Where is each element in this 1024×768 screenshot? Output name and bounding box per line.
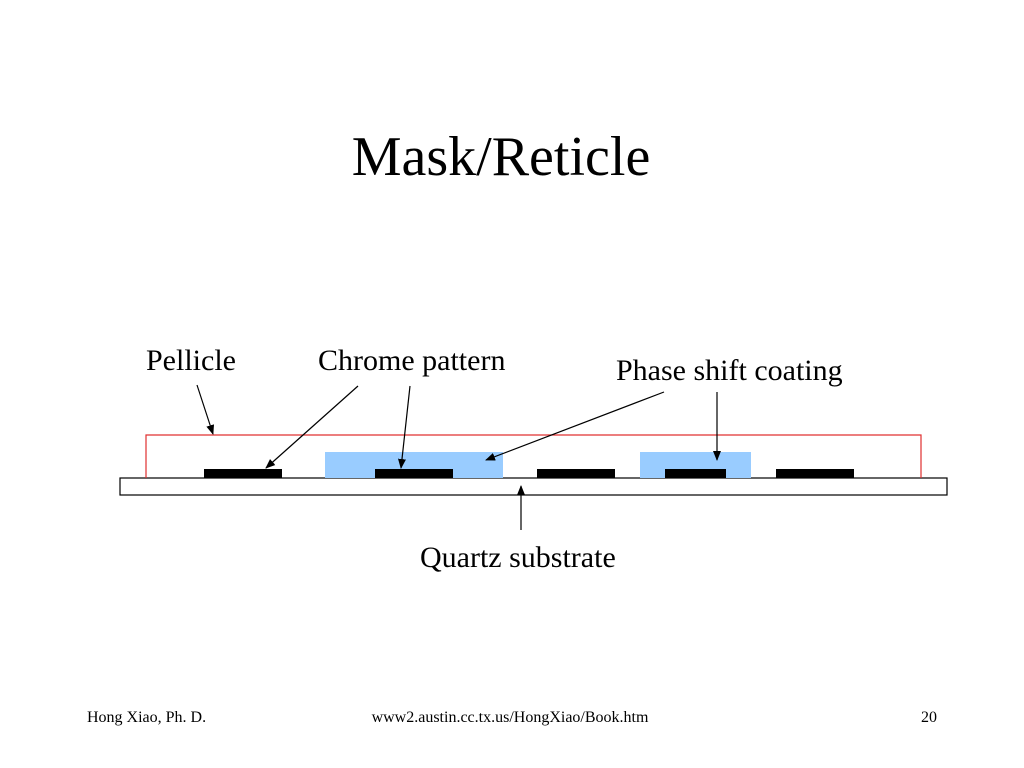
footer-page-number: 20 [921,709,937,726]
chrome-block [375,469,453,478]
label-chrome-pattern: Chrome pattern [318,344,505,377]
chrome-block [204,469,282,478]
footer-author: Hong Xiao, Ph. D. [87,709,207,726]
label-quartz-substrate: Quartz substrate [420,541,616,574]
label-pellicle: Pellicle [146,344,236,377]
arrow-phase-shift-left [485,391,665,461]
slide-title: Mask/Reticle [351,126,651,188]
chrome-block [776,469,854,478]
arrow-pellicle [196,384,215,435]
quartz-substrate [119,477,948,496]
arrow-chrome-pattern-left [265,385,359,469]
arrow-chrome-pattern-right [398,385,411,469]
label-phase-shift-coating: Phase shift coating [616,354,843,387]
pellicle-frame [145,434,922,478]
chrome-block [537,469,615,478]
footer-url: www2.austin.cc.tx.us/HongXiao/Book.htm [371,709,649,726]
chrome-block [665,469,726,478]
